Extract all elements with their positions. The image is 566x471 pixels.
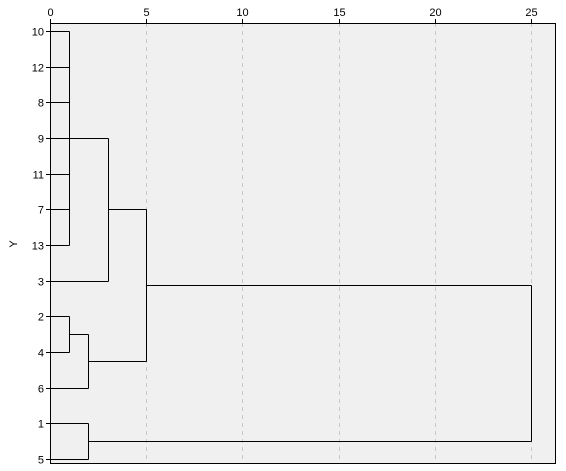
x-tick-label: 5 xyxy=(143,7,149,19)
x-axis: 0 5 10 15 20 25 xyxy=(47,7,538,23)
plot-area xyxy=(50,23,556,464)
leaf-label: 6 xyxy=(38,384,44,396)
leaf-label: 11 xyxy=(33,170,44,182)
x-tick-label: 15 xyxy=(333,7,345,19)
leaf-label: 3 xyxy=(38,277,44,289)
leaf-label: 5 xyxy=(38,455,44,467)
x-tick-label: 20 xyxy=(429,7,441,19)
y-axis-title: Y xyxy=(8,240,20,248)
leaf-label: 13 xyxy=(32,241,44,253)
leaf-label: 1 xyxy=(38,419,44,431)
plot-border xyxy=(50,23,556,464)
leaf-label: 4 xyxy=(38,348,44,360)
leaf-label: 8 xyxy=(38,98,44,110)
y-axis-leaf-labels: 10 12 8 9 11 7 13 3 2 4 6 1 5 xyxy=(32,27,50,467)
x-tick-label: 0 xyxy=(47,7,53,19)
leaf-label: 2 xyxy=(38,312,44,324)
x-tick-label: 25 xyxy=(525,7,537,19)
dendrogram-links xyxy=(50,31,532,460)
leaf-label: 10 xyxy=(32,27,44,39)
grid-lines xyxy=(146,23,532,464)
leaf-label: 7 xyxy=(38,205,44,217)
leaf-label: 12 xyxy=(32,63,44,75)
x-tick-label: 10 xyxy=(236,7,248,19)
leaf-label: 9 xyxy=(38,134,44,146)
